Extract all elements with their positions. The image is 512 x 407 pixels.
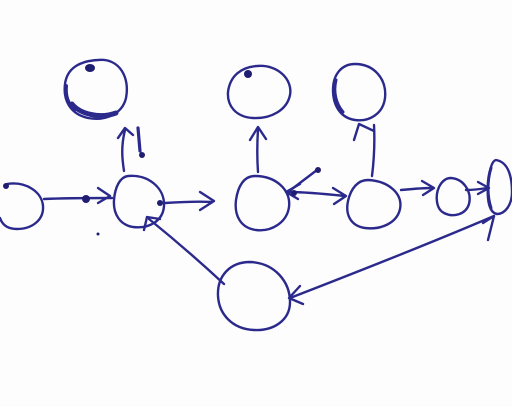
edge-n10-n5 [147, 217, 226, 286]
edge-n10-n9 [288, 214, 496, 300]
node-n3 [331, 62, 387, 122]
node-n5 [112, 174, 166, 229]
edge-n7-n8-arrowhead [420, 179, 436, 197]
ink-dot-n6-right [291, 190, 297, 196]
node-n1-left-shading [63, 84, 76, 112]
edge-n7-n3-arrowhead [352, 122, 376, 142]
edge-n8-n9-arrowhead [476, 180, 491, 196]
ink-dot-n4 [3, 183, 9, 189]
node-n7 [346, 178, 402, 230]
node-n1 [63, 58, 129, 120]
node-n1-shading [69, 101, 119, 119]
edge-n6-n2 [256, 127, 260, 174]
node-n3-left-shading [333, 78, 345, 114]
node-n8 [435, 176, 471, 217]
edge-n5-n1-arrowhead [116, 126, 135, 140]
edge-n10-n5-arrowhead [142, 215, 162, 232]
ink-dot-n5-left [82, 195, 90, 203]
ink-dot-n6 [315, 167, 321, 173]
ink-dots [3, 64, 321, 236]
edge-n5-n1-tick [136, 126, 142, 153]
edge-n5-n6-arrowhead [198, 190, 216, 212]
node-n2 [226, 64, 292, 120]
ink-dot-n5-right [157, 200, 163, 206]
ink-dot-n1 [85, 64, 95, 72]
edge-n6-n7-arrowhead-right [331, 186, 348, 206]
edge-n5-n4 [42, 196, 114, 201]
edge-n5-n6 [163, 200, 214, 205]
edge-n5-n1 [121, 128, 127, 173]
edge-n10-n9-arrowhead [287, 284, 305, 306]
edge-n10-n9-end-tick [481, 214, 496, 242]
edge-n5-n4-arrowhead [96, 186, 112, 205]
ink-dot-stray [96, 232, 100, 236]
ink-dot-n2 [244, 70, 252, 78]
edge-n6-n2-arrowhead [248, 125, 268, 142]
edge-n7-n8 [399, 186, 434, 192]
edge-n8-n9 [464, 186, 489, 192]
ink-layer [0, 58, 512, 332]
edge-n6-n7-tick [286, 168, 319, 194]
ink-dot-tick [139, 152, 145, 158]
node-n4 [0, 182, 45, 231]
